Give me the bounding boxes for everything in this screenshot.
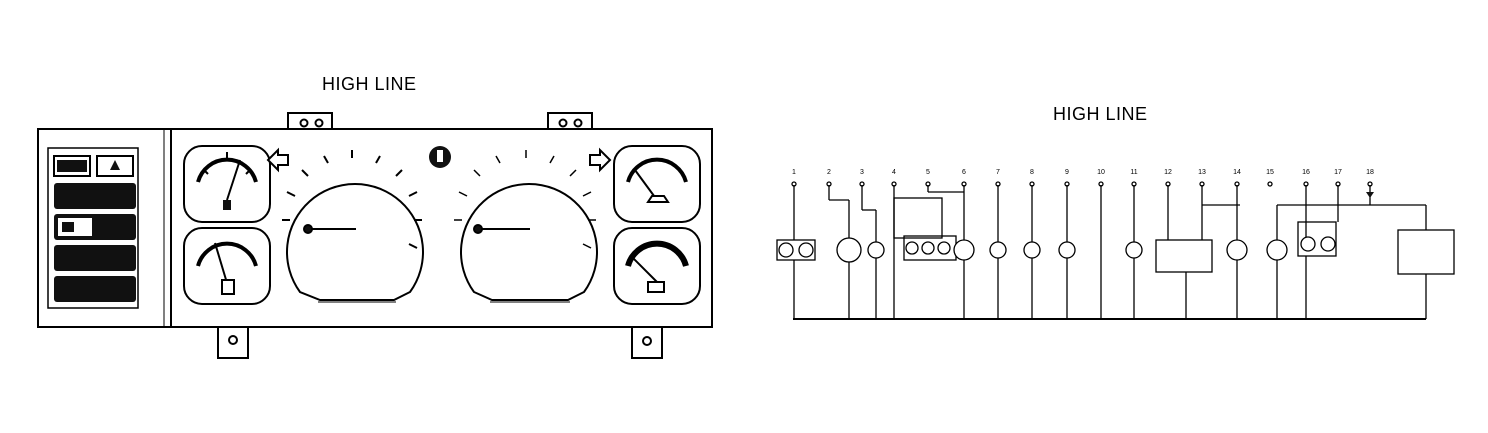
pin-number-17: 17 bbox=[1334, 169, 1342, 176]
pin-number-7: 7 bbox=[996, 169, 1000, 176]
cluster-title: HIGH LINE bbox=[322, 74, 417, 94]
component-pin-3 bbox=[861, 185, 885, 319]
battery-icon bbox=[647, 281, 665, 293]
pin-number-8: 8 bbox=[1030, 169, 1034, 176]
oil-can-icon bbox=[646, 195, 670, 203]
component-pin-11 bbox=[1125, 185, 1143, 319]
pin-number-2: 2 bbox=[827, 169, 831, 176]
instrument-cluster bbox=[37, 112, 713, 359]
bottom-mount-tab-right bbox=[631, 325, 663, 359]
component-pin-1 bbox=[776, 185, 816, 319]
pin-number-3: 3 bbox=[860, 169, 864, 176]
top-mount-tab-right bbox=[547, 112, 593, 132]
tachometer bbox=[282, 150, 424, 303]
schematic-title: HIGH LINE bbox=[1053, 104, 1148, 124]
component-pin-7 bbox=[989, 185, 1007, 319]
temperature-gauge bbox=[183, 145, 271, 223]
pin-number-10: 10 bbox=[1097, 169, 1105, 176]
pin-number-13: 13 bbox=[1198, 169, 1206, 176]
component-pin-14 bbox=[1226, 185, 1248, 319]
left-turn-arrow-icon bbox=[266, 147, 289, 173]
oil-pressure-gauge bbox=[613, 145, 701, 223]
bottom-mount-tab-left bbox=[217, 325, 249, 359]
voltmeter-gauge bbox=[613, 227, 701, 305]
component-pin-8 bbox=[1023, 185, 1041, 319]
pin-terminal-15 bbox=[1267, 181, 1273, 187]
fuel-pump-icon bbox=[221, 279, 235, 295]
right-turn-arrow-icon bbox=[589, 147, 612, 173]
pin-number-12: 12 bbox=[1164, 169, 1172, 176]
pin-number-9: 9 bbox=[1065, 169, 1069, 176]
pin-number-11: 11 bbox=[1130, 169, 1137, 176]
pin-number-4: 4 bbox=[892, 169, 896, 176]
component-pins-12-13 bbox=[1155, 185, 1240, 319]
pin-number-6: 6 bbox=[962, 169, 966, 176]
seatbelt-icon bbox=[110, 160, 120, 170]
component-pin-18 bbox=[1306, 185, 1455, 319]
warning-lamp-panel bbox=[47, 147, 139, 309]
pin-number-1: 1 bbox=[792, 169, 796, 176]
pin-number-16: 16 bbox=[1302, 169, 1310, 176]
pin-number-18: 18 bbox=[1366, 169, 1374, 176]
fuel-gauge bbox=[183, 227, 271, 305]
pin-number-5: 5 bbox=[926, 169, 930, 176]
component-pin-9 bbox=[1058, 185, 1076, 319]
speedometer bbox=[454, 150, 598, 303]
pin-number-15: 15 bbox=[1266, 169, 1274, 176]
pin-number-14: 14 bbox=[1233, 169, 1241, 176]
component-pins-15-17 bbox=[1266, 185, 1339, 319]
component-pin-2 bbox=[828, 185, 862, 319]
component-pins-4-6 bbox=[893, 185, 975, 319]
